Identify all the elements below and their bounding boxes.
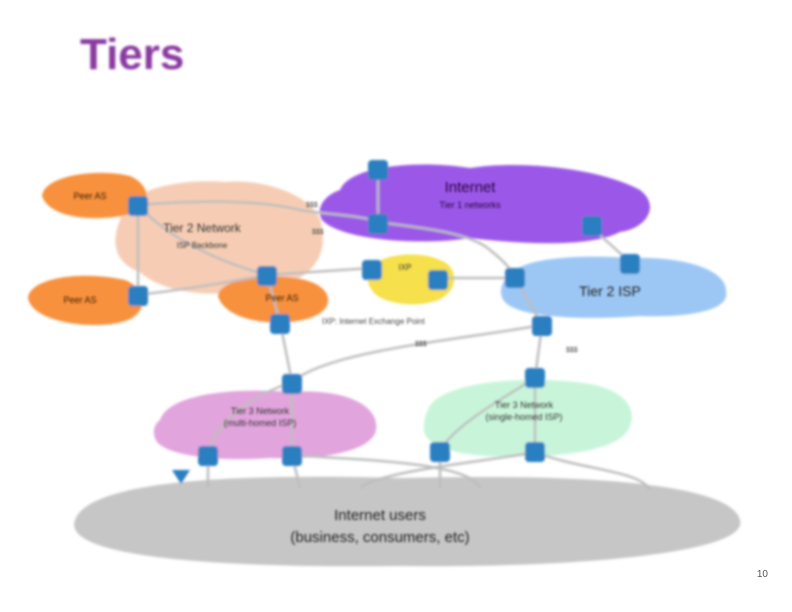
- router-icon: [505, 268, 525, 288]
- router-icon: [282, 446, 302, 466]
- router-icon: [128, 196, 148, 216]
- link-label-top-b: $$$: [312, 229, 324, 236]
- router-icon: [128, 286, 148, 306]
- tier3-multi-subtitle: (multi-homed ISP): [224, 418, 297, 428]
- tier2-network-subtitle: ISP Backbone: [177, 241, 228, 250]
- slide-title: Tiers: [80, 30, 185, 79]
- internet-title: Internet: [445, 179, 497, 196]
- router-icon: [368, 160, 388, 180]
- tier2-network-title: Tier 2 Network: [163, 221, 242, 235]
- internet-tier1-cloud: [319, 164, 650, 244]
- peer-as-label-top: Peer AS: [73, 191, 106, 201]
- tier3-single-subtitle: (single-homed ISP): [485, 412, 562, 422]
- router-icon: [582, 216, 602, 236]
- router-icon: [282, 374, 302, 394]
- internet-users-cloud: [74, 476, 741, 567]
- tier2-isp-cloud: [500, 256, 727, 318]
- tier3-singlehomed-cloud: [423, 379, 632, 457]
- tier2-network-cloud: [115, 181, 323, 294]
- peer-as-cloud-bottom: [28, 275, 143, 325]
- tier2-isp-title: Tier 2 ISP: [579, 283, 641, 299]
- internet-users-line1: Internet users: [334, 507, 426, 524]
- router-icon: [532, 316, 552, 336]
- routers: [128, 160, 640, 484]
- router-icon: [428, 270, 448, 290]
- router-icon: [525, 368, 545, 388]
- ixp-cloud: [367, 254, 455, 305]
- tier3-single-title: Tier 3 Network: [495, 400, 554, 410]
- peer-as-label-middle: Peer AS: [265, 293, 298, 303]
- peer-as-label-bottom: Peer AS: [63, 295, 96, 305]
- link-label-mid-b: $$$: [566, 347, 578, 354]
- internet-subtitle: Tier 1 networks: [439, 200, 501, 210]
- tier3-multihomed-cloud: [153, 390, 377, 460]
- internet-users-line2: (business, consumers, etc): [290, 529, 469, 546]
- link-label-top-a: $$$: [306, 202, 318, 209]
- router-icon: [430, 442, 450, 462]
- tier3-multi-title: Tier 3 Network: [231, 406, 290, 416]
- router-icon: [257, 266, 277, 286]
- ixp-title: IXP: [399, 263, 412, 272]
- router-icon: [620, 254, 640, 274]
- router-icon: [368, 214, 388, 234]
- link-label-mid-a: $$$: [415, 341, 427, 348]
- wifi-icon: [172, 470, 190, 484]
- router-icon: [362, 260, 382, 280]
- router-icon: [270, 314, 290, 334]
- page-number: 10: [756, 569, 768, 580]
- peer-as-cloud-top: [42, 172, 147, 219]
- router-icon: [525, 442, 545, 462]
- router-icon: [198, 446, 218, 466]
- ixp-note: IXP: Internet Exchange Point: [322, 317, 426, 326]
